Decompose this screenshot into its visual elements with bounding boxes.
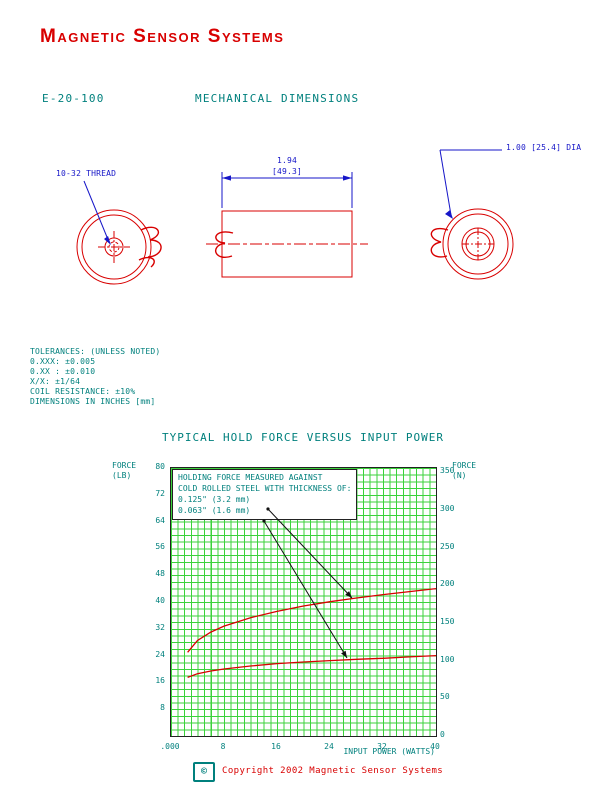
y-axis-tick-n: 200	[440, 579, 455, 589]
y-axis-tick-lb: 32	[155, 622, 165, 632]
arrowhead-icon	[341, 650, 347, 658]
y-axis-tick-lb: 8	[160, 703, 165, 713]
series-label-thin: 0.063" (1.6 mm)	[178, 506, 251, 515]
y-axis-tick-n: 50	[440, 692, 450, 702]
x-axis-tick: .000	[160, 742, 180, 751]
y-axis-tick-n: 300	[440, 504, 455, 514]
length-dimension-mm: [49.3]	[259, 167, 315, 176]
tolerance-line: DIMENSIONS IN INCHES [mm]	[30, 397, 156, 406]
company-logo-text: Magnetic Sensor Systems	[40, 26, 285, 47]
annotation-line: COLD ROLLED STEEL WITH THICKNESS OF:	[178, 484, 352, 493]
rear-outer-circle	[442, 208, 514, 280]
rear-view	[430, 208, 514, 280]
part-number: E-20-100	[42, 92, 105, 105]
y-axis-tick-lb: 16	[155, 676, 165, 686]
y-axis-tick-n: 100	[440, 654, 455, 664]
y-axis-tick-lb: 48	[155, 569, 165, 579]
y-axis-title-left-unit: (LB)	[112, 471, 132, 480]
y-axis-tick-lb: 72	[155, 488, 165, 498]
chart-plot-area: HOLDING FORCE MEASURED AGAINST COLD ROLL…	[170, 467, 437, 737]
rear-inner-circle	[447, 213, 509, 275]
chart-title: TYPICAL HOLD FORCE VERSUS INPUT POWER	[161, 431, 445, 444]
y-axis-title-right-unit: (N)	[452, 471, 467, 480]
centerline-cross	[98, 231, 130, 263]
y-axis-title-left-text: FORCE	[112, 461, 137, 470]
force-curve-0	[187, 587, 436, 653]
arrowhead-icon	[345, 591, 352, 598]
tolerance-line: COIL RESISTANCE: ±10%	[30, 387, 136, 396]
mechanical-drawing	[76, 149, 514, 285]
y-axis-tick-lb: 64	[155, 515, 165, 525]
copyright-symbol-box: ©	[193, 762, 215, 782]
x-axis-title: INPUT POWER (WATTS)	[343, 747, 435, 756]
y-axis-tick-n: 0	[440, 730, 445, 739]
front-inner-circle	[81, 214, 147, 280]
tolerance-line: 0.XXX: ±0.005	[30, 357, 96, 366]
y-axis-tick-lb: 24	[155, 649, 165, 659]
annotation-arrow-1	[262, 519, 348, 659]
force-curve-1	[187, 654, 436, 679]
chart-annotation: HOLDING FORCE MEASURED AGAINST COLD ROLL…	[172, 469, 358, 520]
thread-callout: 10-32 THREAD	[56, 169, 117, 178]
leader-line	[439, 149, 502, 216]
thread-leader	[83, 180, 111, 245]
wire-leads-icon	[138, 256, 155, 268]
y-axis-tick-n: 250	[440, 541, 455, 551]
y-axis-tick-n: 150	[440, 617, 455, 627]
arrowhead-icon	[104, 236, 111, 245]
extension-lines	[221, 172, 353, 208]
arrowhead-icon	[343, 175, 352, 181]
arrowhead-icon	[445, 210, 453, 219]
annotation-line: HOLDING FORCE MEASURED AGAINST	[178, 473, 323, 482]
length-dimension-inches: 1.94	[262, 156, 312, 165]
length-dimension	[221, 172, 353, 208]
y-axis-title-right-text: FORCE	[452, 461, 477, 470]
tolerance-line: 0.XX : ±0.010	[30, 367, 96, 376]
y-axis-tick-lb: 80	[155, 462, 165, 471]
annotation-arrow-0	[266, 507, 353, 599]
diameter-dimension-leader	[439, 149, 502, 219]
series-label-thick: 0.125" (3.2 mm)	[178, 495, 251, 504]
front-view	[76, 209, 162, 285]
y-axis-title-left: FORCE (LB)	[112, 461, 136, 481]
tolerance-line: TOLERANCES: (UNLESS NOTED)	[30, 347, 161, 356]
leader-line	[83, 180, 110, 243]
wire-leads-icon	[430, 227, 449, 258]
centerline-cross	[462, 228, 494, 260]
diameter-dimension-label: 1.00 [25.4] DIA	[506, 143, 582, 152]
tolerance-line: X/X: ±1/64	[30, 377, 81, 386]
copyright-text: Copyright 2002 Magnetic Sensor Systems	[222, 766, 444, 776]
front-outer-circle	[76, 209, 152, 285]
y-axis-title-right: FORCE (N)	[452, 461, 476, 481]
y-axis-tick-lb: 56	[155, 542, 165, 552]
arrowhead-icon	[222, 175, 231, 181]
wire-leads-icon	[140, 226, 162, 258]
section-title: MECHANICAL DIMENSIONS	[195, 92, 360, 105]
copyright-icon: ©	[200, 766, 208, 777]
y-axis-tick-lb: 40	[155, 596, 165, 605]
wire-leads-icon	[215, 231, 234, 258]
x-axis-tick: 8	[220, 742, 226, 751]
side-view	[206, 210, 368, 278]
